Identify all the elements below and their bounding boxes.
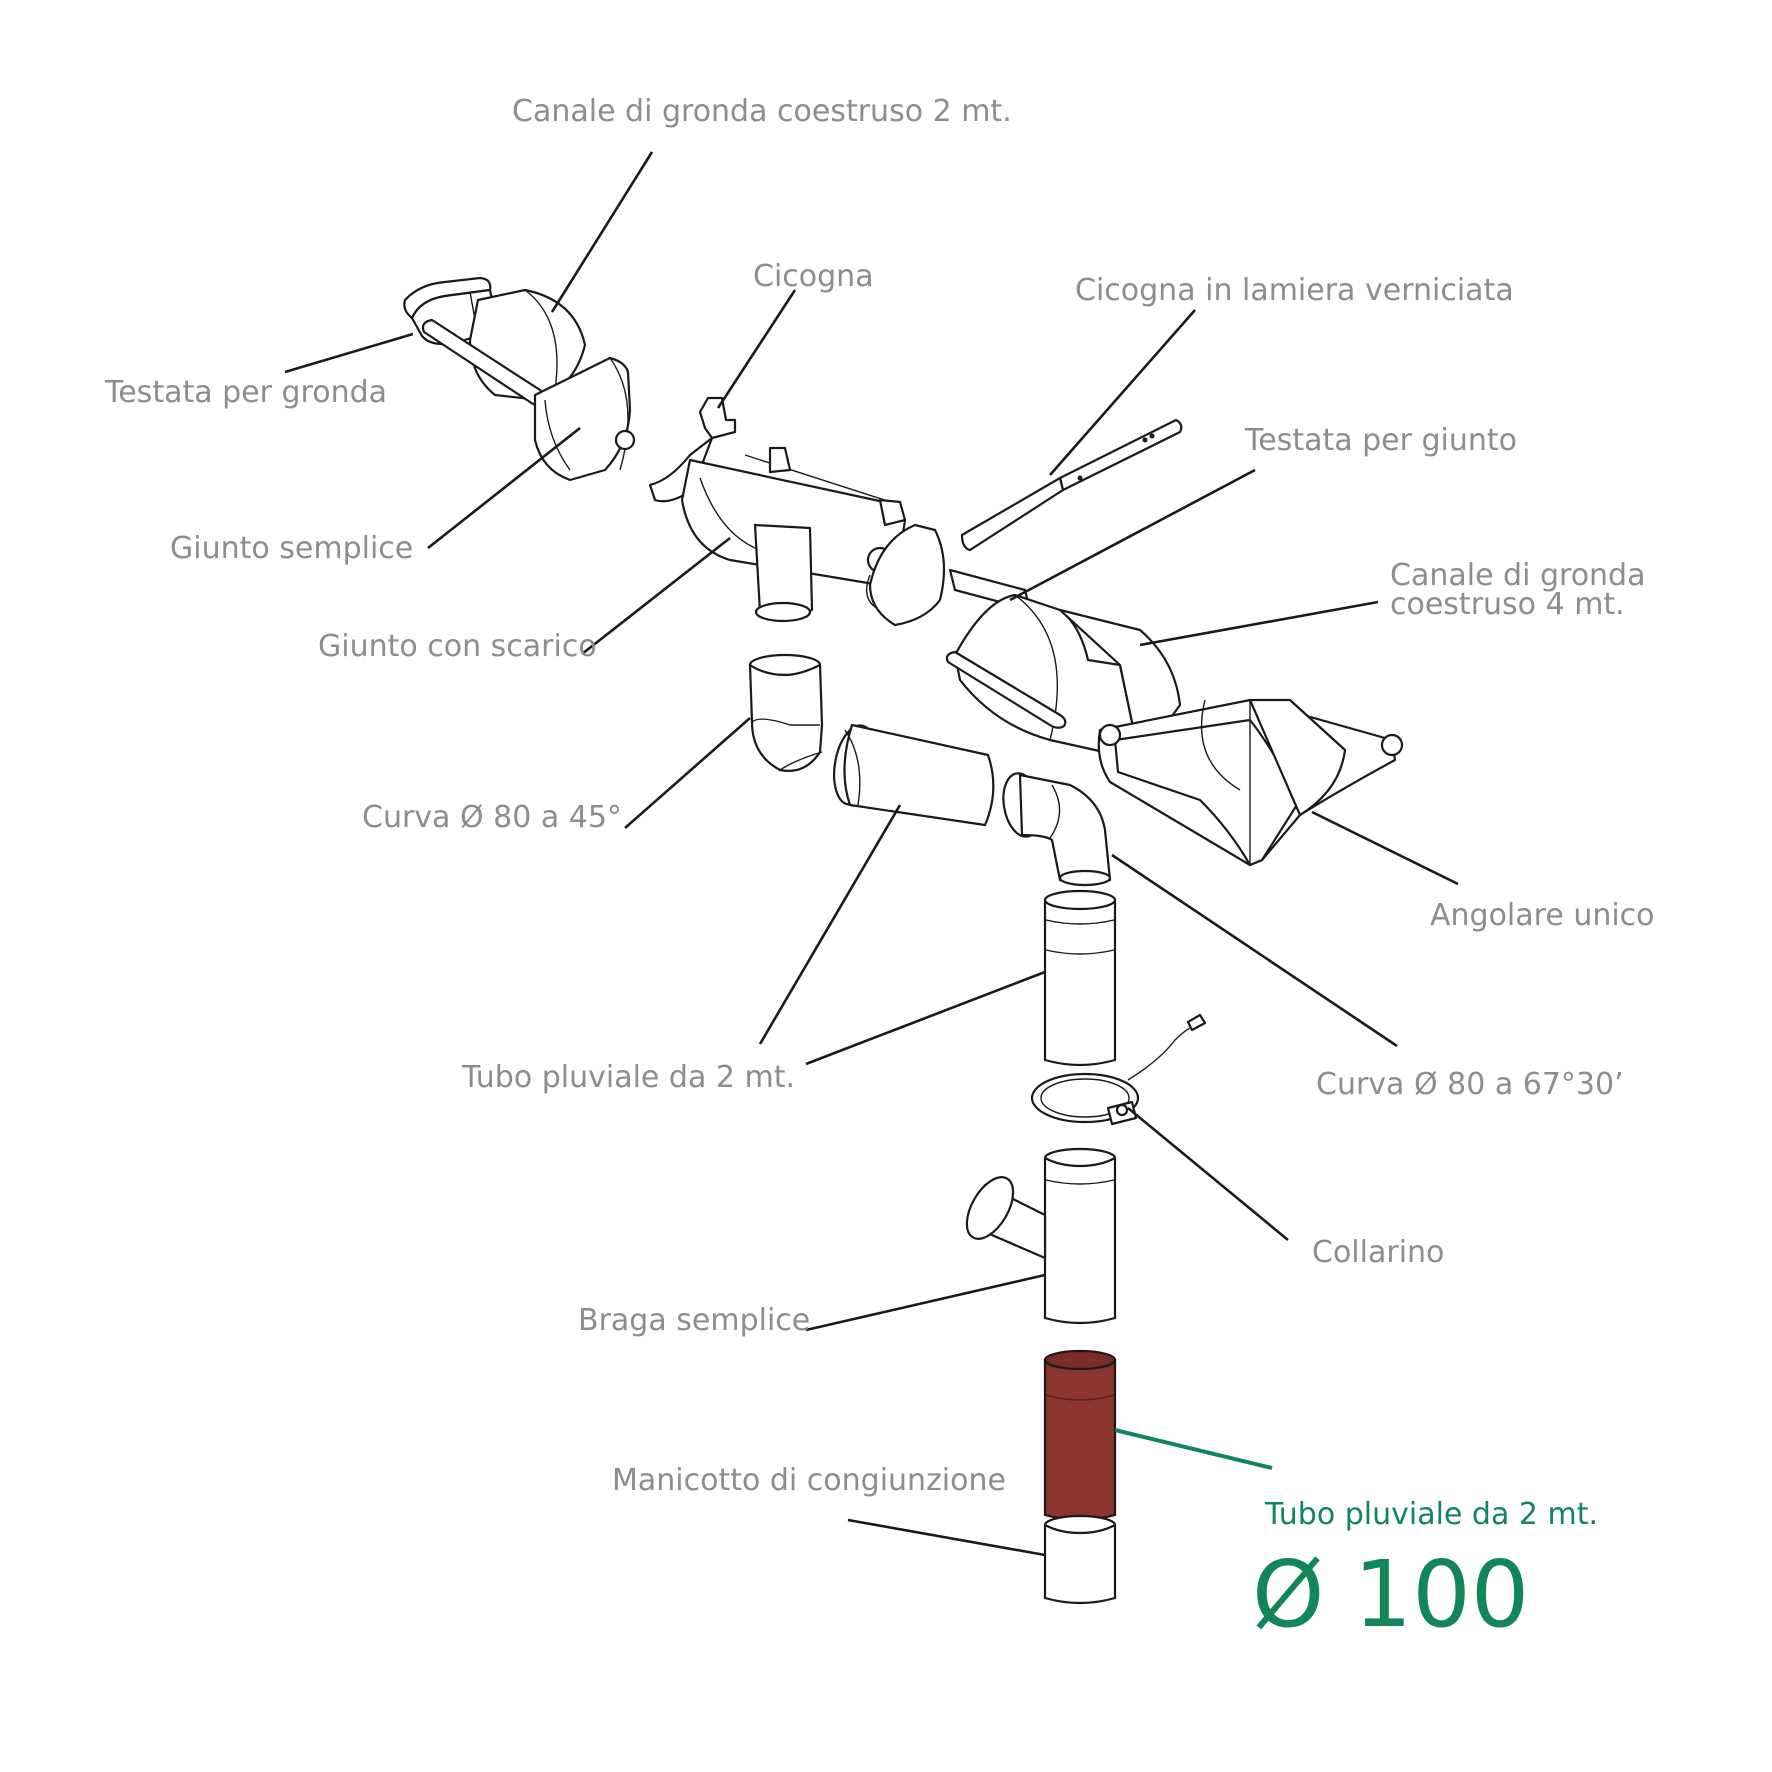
label-manicotto: Manicotto di congiunzione [612, 1463, 1006, 1498]
leader-testata-giunto [1009, 468, 1256, 602]
leader-braga [805, 1273, 1046, 1332]
label-canale-2mt: Canale di gronda coestruso 2 mt. [512, 94, 1012, 129]
label-testata-gronda: Testata per gronda [104, 375, 387, 410]
cicogna-lamiera-part [960, 418, 1183, 552]
leader-giunto-scarico [581, 536, 731, 656]
leader-angolare [1311, 810, 1459, 886]
leader-curva-67 [1111, 853, 1398, 1048]
manicotto-part [1043, 1514, 1117, 1605]
label-braga: Braga semplice [578, 1303, 810, 1338]
label-giunto-semplice: Giunto semplice [170, 531, 413, 566]
label-highlight-name: Tubo pluviale da 2 mt. [1264, 1497, 1598, 1532]
leader-lines [284, 151, 1459, 1557]
tubo-angolato-part [833, 723, 995, 827]
cicogna-part [648, 396, 737, 503]
curva-67-part [1002, 772, 1112, 887]
label-angolare: Angolare unico [1430, 898, 1655, 933]
leader-tubo-100 [1114, 1428, 1273, 1470]
label-tubo-2mt: Tubo pluviale da 2 mt. [461, 1060, 795, 1095]
leader-curva-45 [624, 717, 751, 829]
braga-semplice-part [965, 1147, 1117, 1325]
leader-cicogna [716, 289, 797, 409]
leader-canale-4mt [1139, 600, 1379, 647]
leader-tubo-2mt [805, 970, 1046, 1066]
leader-canale-2mt [550, 151, 654, 313]
label-curva-67: Curva Ø 80 a 67°30’ [1316, 1067, 1624, 1102]
label-highlight-diameter: Ø 100 [1252, 1541, 1529, 1648]
leader-manicotto [847, 1518, 1046, 1557]
label-cicogna: Cicogna [753, 259, 874, 294]
leader-cicogna-lamiera [1049, 309, 1196, 476]
curva-45-part [748, 653, 824, 772]
label-testata-giunto: Testata per giunto [1244, 423, 1517, 458]
leader-giunto-semplice [427, 426, 581, 550]
leader-collarino [1127, 1106, 1289, 1242]
collarino-part [1030, 1013, 1207, 1126]
tubo-pluviale-100-part [1043, 1349, 1117, 1522]
labels: Canale di gronda coestruso 2 mt. Cicogna… [104, 94, 1655, 1648]
label-giunto-scarico: Giunto con scarico [318, 629, 597, 664]
leader-tubo-angolato [758, 804, 902, 1045]
giunto-con-scarico-part [680, 446, 907, 623]
label-canale-4mt-line1: Canale di gronda [1390, 558, 1645, 593]
tubo-pluviale-part [1043, 889, 1117, 1067]
giunto-semplice-part [533, 356, 636, 482]
label-canale-4mt-line2: coestruso 4 mt. [1390, 587, 1625, 622]
label-cicogna-lamiera: Cicogna in lamiera verniciata [1075, 273, 1514, 308]
label-collarino: Collarino [1312, 1235, 1444, 1270]
leader-testata-gronda [284, 332, 414, 374]
angolare-unico-part [1097, 698, 1404, 867]
label-curva-45: Curva Ø 80 a 45° [362, 800, 622, 835]
